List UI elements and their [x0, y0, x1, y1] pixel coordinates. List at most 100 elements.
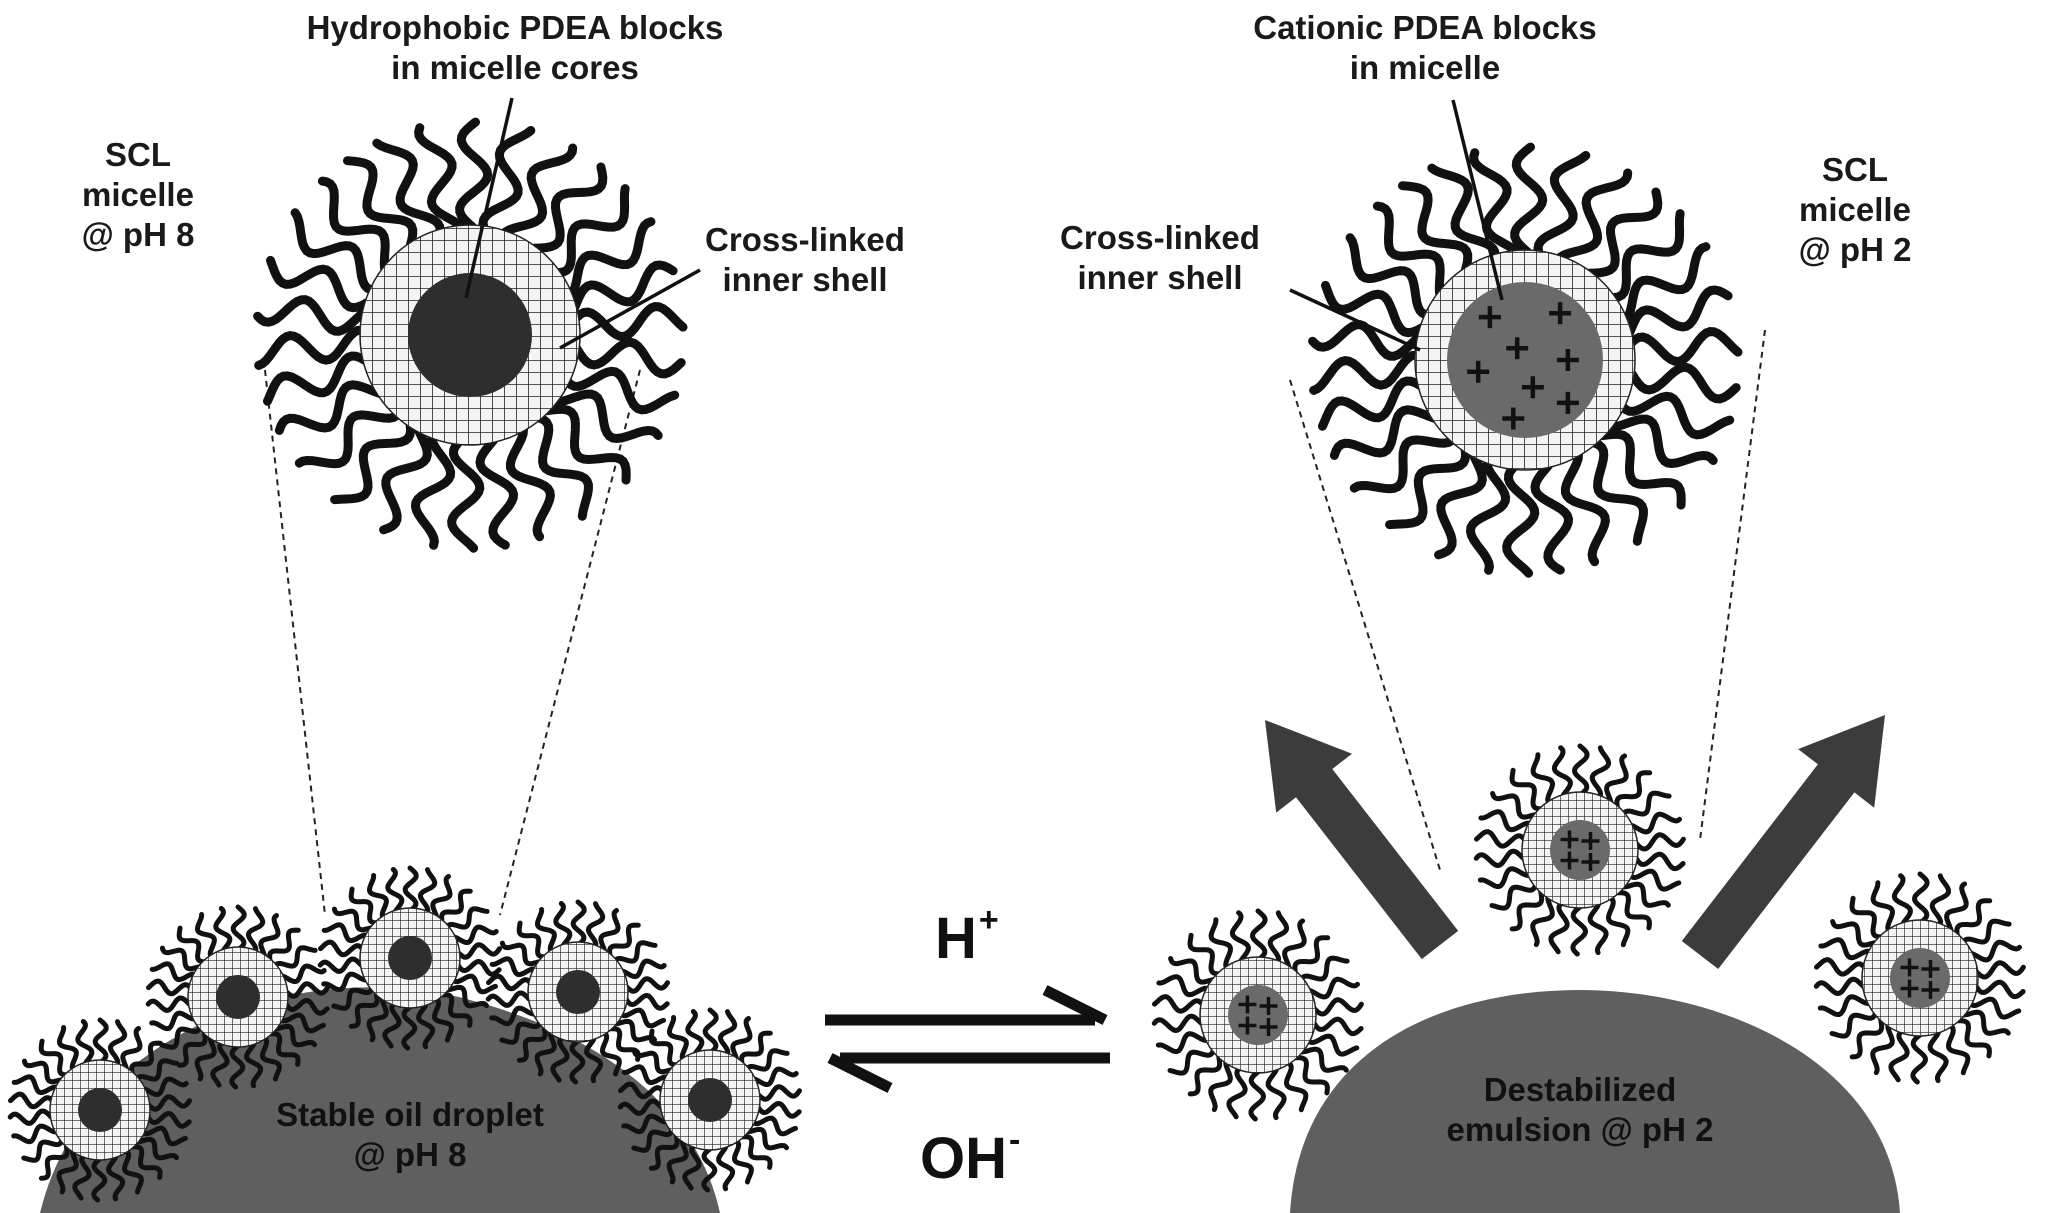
droplet-micelle-4: [485, 899, 670, 1085]
polymer-chain: [140, 1125, 188, 1147]
polymer-chain: [554, 184, 630, 278]
corona-chains: [1151, 908, 1364, 1122]
polymer-chain: [271, 1023, 317, 1048]
polymer-chain: [553, 901, 573, 949]
left-micelle-ph-label-line2: micelle: [82, 176, 194, 213]
right-shell-leader: [1289, 288, 1421, 352]
polymer-chain: [611, 1018, 657, 1043]
polymer-chain: [133, 1136, 179, 1161]
polymer-chain: [1891, 873, 1913, 928]
right-micelle-ph-label-line3: @ pH 2: [1798, 231, 1912, 268]
polymer-chain: [1427, 163, 1500, 260]
polymer-chain: [743, 1126, 789, 1151]
right-core-label-line1: Cationic PDEA blocks: [1253, 9, 1597, 46]
polymer-chain: [1311, 1016, 1364, 1037]
polymer-chain: [584, 1035, 604, 1084]
polymer-chain: [1614, 770, 1653, 811]
polymer-chain: [294, 410, 402, 469]
right-micelle-ph-label-line2: micelle: [1799, 191, 1911, 228]
plus-sign: [1921, 960, 1940, 978]
polymer-chain: [1478, 809, 1533, 833]
polymer-chain: [744, 1048, 790, 1072]
plus-sign: [1581, 832, 1600, 850]
plus-sign: [1556, 391, 1579, 414]
droplet-micelle-1: [7, 1017, 192, 1203]
polymer-chain: [145, 995, 194, 1013]
polymer-chain: [210, 1040, 230, 1088]
polymer-chain: [1226, 1065, 1248, 1120]
polymer-chain: [1477, 866, 1533, 889]
polymer-chain: [1530, 461, 1574, 575]
polymer-chain: [450, 924, 499, 946]
polymer-chain: [1590, 438, 1648, 546]
cationic-core: [1890, 948, 1950, 1008]
polymer-chain: [430, 874, 453, 921]
polymer-chain: [599, 1030, 622, 1077]
polymer-chain: [1628, 811, 1682, 835]
polymer-chain: [72, 1153, 92, 1201]
polymer-chain: [563, 366, 680, 415]
polymer-chain: [550, 1035, 570, 1083]
polymer-chain: [121, 1148, 144, 1195]
polymer-chain: [1187, 1052, 1223, 1097]
forward-arrow-barb: [1042, 985, 1108, 1025]
plus-sign: [1900, 979, 1919, 998]
polymer-chain: [444, 906, 490, 930]
polymer-chain: [331, 906, 376, 933]
right-micelle-ph-label: SCL micelle @ pH 2: [1770, 150, 1940, 270]
forward-reagent-label: H+: [935, 901, 999, 972]
polymer-chain: [38, 1141, 70, 1181]
polymer-chain: [176, 1028, 208, 1068]
polymer-chain: [385, 867, 405, 915]
polymer-chain: [738, 1134, 773, 1170]
polymer-chain: [372, 138, 445, 235]
polymer-chain: [56, 1025, 79, 1073]
polymer-chain: [499, 1018, 543, 1045]
polymer-chain: [666, 1015, 689, 1063]
reverse-reagent-superscript: -: [1009, 1121, 1021, 1159]
polymer-chain: [750, 1115, 798, 1137]
polymer-chain: [702, 1007, 719, 1055]
released-micelle-right: [1813, 871, 2026, 1085]
polymer-chain: [486, 973, 534, 992]
polymer-chain: [348, 886, 380, 926]
polymer-chain: [1473, 848, 1528, 869]
polymer-chain: [1155, 1031, 1211, 1054]
polymer-chain: [621, 1113, 670, 1135]
polymer-chain: [621, 1064, 670, 1086]
polymer-chain: [1625, 285, 1733, 338]
polymer-chain: [1627, 868, 1682, 892]
polymer-chain: [1620, 881, 1671, 908]
plus-sign: [1238, 1016, 1257, 1035]
right-shell-label-line1: Cross-linked: [1060, 219, 1260, 256]
polymer-chain: [618, 1007, 666, 1029]
plus-sign: [1259, 1018, 1278, 1036]
droplet-micelle-3: [317, 865, 502, 1051]
polymer-chain: [731, 1138, 754, 1185]
hydrophobic-core: [78, 1088, 122, 1132]
polymer-chain: [414, 123, 466, 232]
polymer-chain: [478, 126, 536, 232]
polymer-chain: [489, 956, 538, 978]
polymer-chain: [1509, 767, 1545, 812]
reverse-reagent-text: OH: [920, 1126, 1007, 1191]
polymer-chain: [455, 117, 493, 232]
polymer-chain: [1945, 1023, 1971, 1076]
polymer-chain: [8, 1091, 56, 1110]
polymer-chain: [402, 865, 419, 913]
polymer-chain: [366, 995, 389, 1043]
polymer-chain: [366, 873, 389, 921]
polymer-chain: [1465, 457, 1511, 575]
polymer-chain: [1944, 881, 1969, 934]
large-micelle-ph8: [253, 117, 688, 553]
polymer-chain: [500, 143, 578, 237]
polymer-chain: [438, 992, 473, 1028]
hydrophobic-core: [688, 1078, 732, 1122]
polymer-chain: [431, 996, 454, 1043]
polymer-chain: [529, 162, 608, 253]
polymer-chain: [129, 1040, 163, 1077]
right-core-leader: [1451, 99, 1504, 301]
polymer-chain: [11, 1123, 60, 1145]
left-core-label-line2: in micelle cores: [391, 49, 639, 86]
polymer-chain: [1620, 790, 1672, 817]
